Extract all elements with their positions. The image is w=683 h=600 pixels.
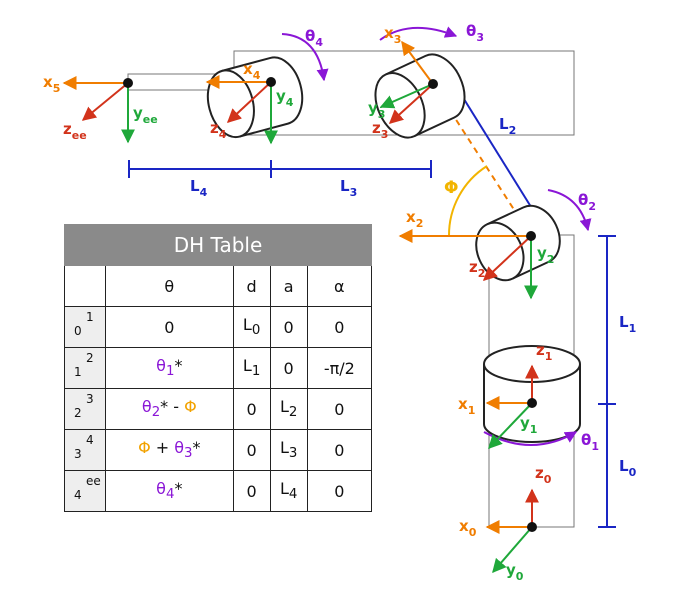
theta-cell: θ1* (105, 347, 234, 389)
joint4-dot (266, 77, 276, 87)
frame3-axes (379, 40, 434, 124)
alpha-cell: 0 (306, 306, 373, 348)
header-theta: θ (105, 265, 234, 307)
z4-label: z4 (210, 119, 227, 141)
a-cell: 0 (269, 306, 308, 348)
y1-label: y1 (520, 414, 537, 436)
horizontal-dimension (128, 160, 432, 178)
theta-cell: θ2* - Φ (105, 388, 234, 430)
y0-label: y0 (506, 561, 524, 583)
a-cell: L2 (269, 388, 308, 430)
alpha-cell: -π/2 (306, 347, 373, 389)
frame1-axes (485, 364, 539, 450)
alpha-cell: 0 (306, 388, 373, 430)
theta4-arrow (281, 33, 329, 82)
a-cell: L4 (269, 470, 308, 512)
dh-table-header-row: θ d a α (64, 265, 373, 307)
joint3-cylinder (374, 53, 466, 139)
x1-label: x1 (458, 395, 475, 417)
theta3-arrow (379, 26, 458, 41)
joint-dots (123, 77, 537, 532)
x2-label: x2 (406, 208, 423, 230)
z3-label: z3 (372, 119, 388, 141)
theta2-arrow (547, 189, 592, 232)
phi-arc (447, 165, 488, 237)
joint1-dot (527, 398, 537, 408)
L1-label: L1 (619, 313, 636, 335)
joint0-dot (527, 522, 537, 532)
joint2-dot (526, 231, 536, 241)
header-a: a (269, 265, 308, 307)
theta3-label: θ3 (466, 22, 484, 44)
y4-label: y4 (276, 87, 294, 109)
phi-label: Φ (444, 178, 458, 198)
frame4-axes (205, 75, 278, 145)
d-cell: 0 (232, 388, 271, 430)
L2-label: L2 (499, 115, 516, 137)
header-corner (64, 265, 106, 307)
d-cell: L1 (232, 347, 271, 389)
frame2-axes (398, 229, 538, 300)
theta-cell: Φ + θ3* (105, 429, 234, 471)
header-alpha: α (306, 265, 373, 307)
dh-table-title: DH Table (64, 224, 372, 266)
a-cell: L3 (269, 429, 308, 471)
theta-cell: 0 (105, 306, 234, 348)
header-d: d (232, 265, 271, 307)
L4-label: L4 (190, 177, 208, 199)
ee-frame-axes (62, 76, 135, 144)
alpha-cell: 0 (306, 429, 373, 471)
link-2-dashed (432, 83, 532, 237)
L3-label: L3 (340, 177, 357, 199)
theta-cell: θ4* (105, 470, 234, 512)
y2-label: y2 (537, 244, 554, 266)
zee-label: zee (63, 120, 87, 142)
alpha-cell: 0 (306, 470, 373, 512)
a-cell: 0 (269, 347, 308, 389)
z2-label: z2 (469, 258, 485, 280)
frame0-axes (485, 488, 539, 574)
z0-label: z0 (535, 464, 552, 486)
L0-label: L0 (619, 457, 637, 479)
joint3-dot (428, 79, 438, 89)
x0-label: x0 (459, 517, 477, 539)
theta2-label: θ2 (578, 191, 596, 213)
d-cell: 0 (232, 470, 271, 512)
d-cell: L0 (232, 306, 271, 348)
z1-label: z1 (536, 341, 552, 363)
theta4-label: θ4 (305, 27, 323, 49)
x3-label: x3 (384, 24, 401, 46)
vertical-dimension (598, 235, 616, 528)
theta1-label: θ1 (581, 431, 599, 453)
x4-label: x4 (243, 60, 261, 82)
ee-dot (123, 78, 133, 88)
d-cell: 0 (232, 429, 271, 471)
yee-label: yee (133, 104, 158, 126)
y3-label: y3 (368, 99, 385, 121)
x5-label: x5 (43, 73, 60, 95)
